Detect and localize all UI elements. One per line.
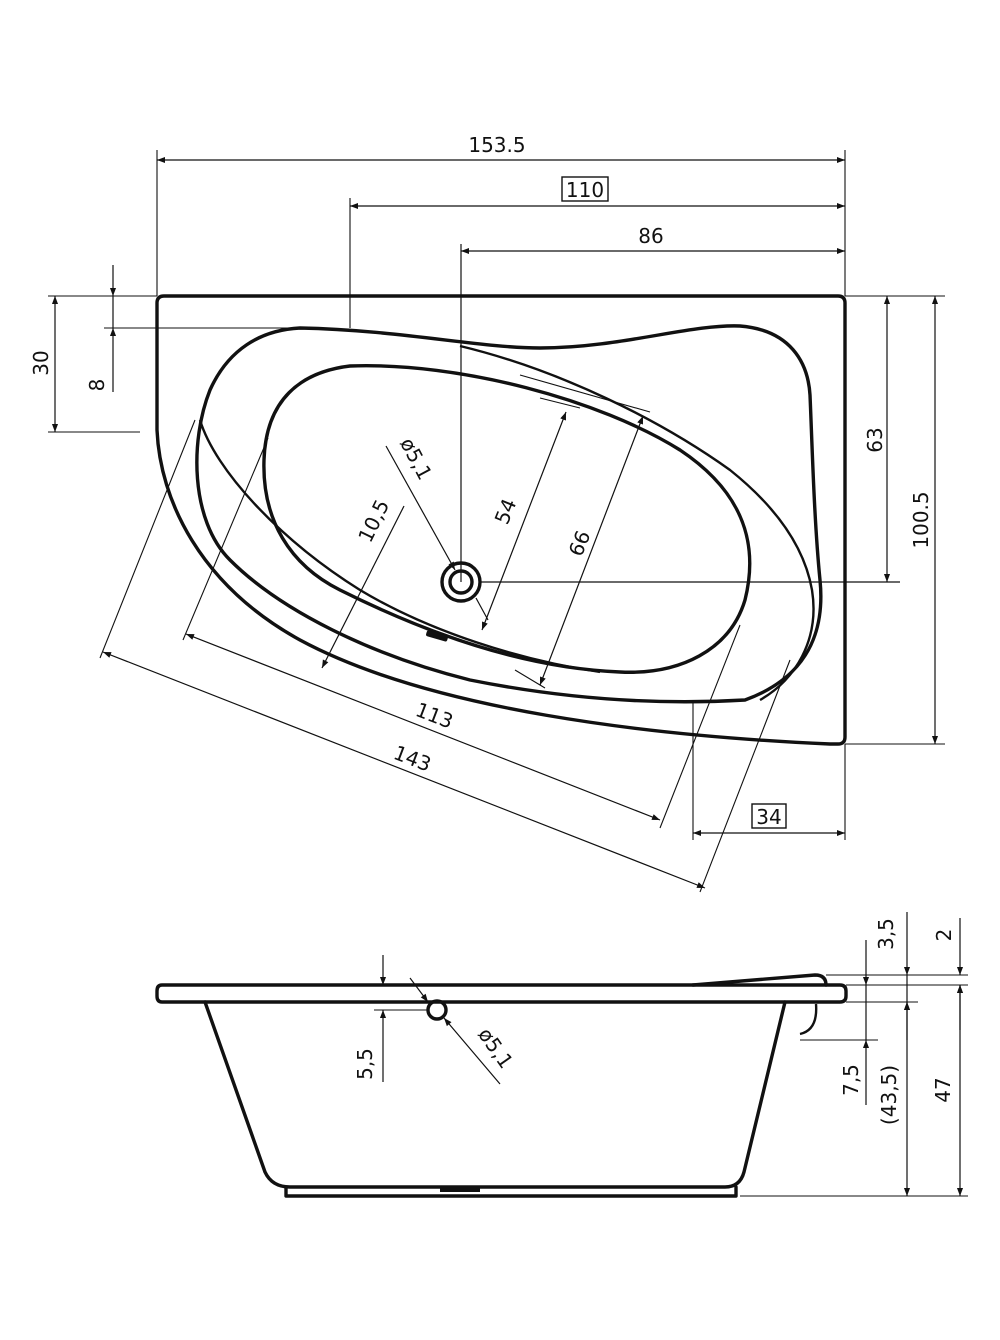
dim-rim-offset: 8 — [85, 379, 109, 392]
dim-top-offset: 30 — [29, 350, 53, 375]
tub-side-base — [284, 1185, 738, 1198]
side-view: 3,5 2 5,5 ø5,1 7,5 (43,5) 47 — [155, 912, 968, 1198]
dim-width-boxed: 110 — [566, 178, 604, 202]
dim-inner-width: 54 — [490, 495, 522, 528]
dim-corner-offset: 34 — [756, 805, 781, 829]
dim-drain-to-edge: 86 — [638, 224, 663, 248]
dim-outer-length: 143 — [390, 740, 434, 776]
dim-drain-diameter: ø5,1 — [395, 434, 437, 484]
dim-overflow-diameter: ø5,1 — [473, 1023, 518, 1073]
dim-inner-length: 113 — [412, 697, 456, 733]
tub-seat-line — [459, 344, 815, 702]
dim-total-height: 47 — [931, 1077, 955, 1102]
dim-overflow-drop: 5,5 — [353, 1048, 377, 1080]
dim-overall-width: 153.5 — [468, 133, 525, 157]
plan-view: 153.5 110 86 30 8 63 100.5 ø5,1 10,5 54 — [29, 133, 945, 893]
drain-outlet-icon — [440, 1186, 480, 1192]
dim-rim-thickness-a: 3,5 — [874, 918, 898, 950]
dim-inner-depth: (43,5) — [877, 1065, 901, 1125]
dim-overall-depth: 100.5 — [909, 491, 933, 548]
dim-rim-thickness-b: 2 — [932, 929, 956, 942]
tub-side-rim — [155, 983, 848, 1004]
dim-overflow-height: 7,5 — [839, 1064, 863, 1096]
dim-outer-width: 66 — [564, 527, 596, 560]
tub-side-body — [203, 1000, 787, 1189]
waste-fitting-icon — [799, 1003, 818, 1036]
tub-side-backrest — [691, 973, 828, 987]
dim-drain-depth: 63 — [863, 427, 887, 452]
